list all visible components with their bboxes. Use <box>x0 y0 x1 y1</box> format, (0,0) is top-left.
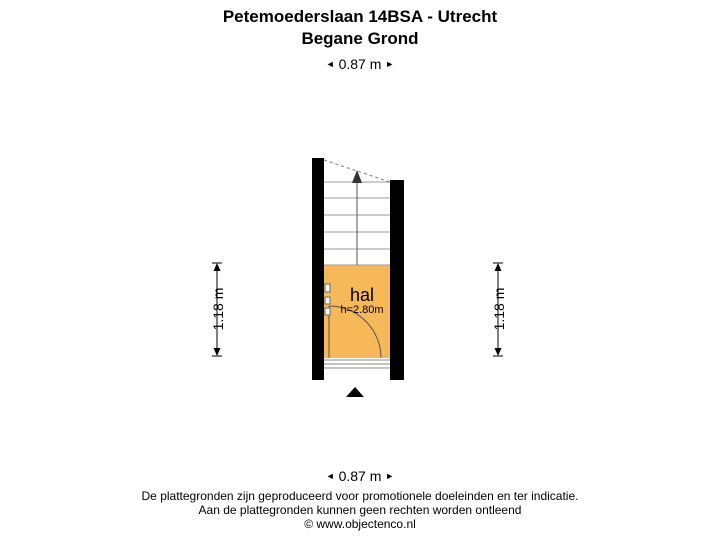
bottom-width-dimension: ◄ 0.87 m ► <box>0 468 720 484</box>
right-height-value: 1.18 m <box>491 287 507 331</box>
disclaimer-line-1: De plattegronden zijn geproduceerd voor … <box>141 489 579 503</box>
wall-left <box>312 158 324 380</box>
floor-title: Begane Grond <box>301 29 419 48</box>
top-width-dimension: ◄ 0.87 m ► <box>0 56 720 72</box>
right-dimension-line <box>493 262 503 357</box>
right-height-dimension: 1.18 m <box>491 249 507 369</box>
room-height: h=2.80m <box>340 304 384 316</box>
arrow-left-icon: ◄ <box>325 59 335 69</box>
left-dimension-line <box>212 262 222 357</box>
plan-title: Petemoederslaan 14BSA - Utrecht <box>222 7 498 26</box>
entrance-marker-icon <box>346 387 364 397</box>
arrow-left-icon: ◄ <box>325 471 335 481</box>
wall-fixtures <box>324 283 331 316</box>
top-width-value: 0.87 m <box>338 56 382 72</box>
copyright-link[interactable]: © www.objectenco.nl <box>304 517 416 531</box>
disclaimer-line-2: Aan de plattegronden kunnen geen rechten… <box>198 503 522 517</box>
left-height-dimension: 1.18 m <box>210 249 226 369</box>
entrance-threshold <box>324 359 390 369</box>
arrow-right-icon: ► <box>385 59 395 69</box>
bottom-width-value: 0.87 m <box>338 468 382 484</box>
stair-direction-arrow-icon <box>352 170 362 183</box>
wall-right <box>390 180 404 380</box>
room-name: hal <box>349 285 375 305</box>
arrow-right-icon: ► <box>385 471 395 481</box>
left-height-value: 1.18 m <box>210 287 226 331</box>
